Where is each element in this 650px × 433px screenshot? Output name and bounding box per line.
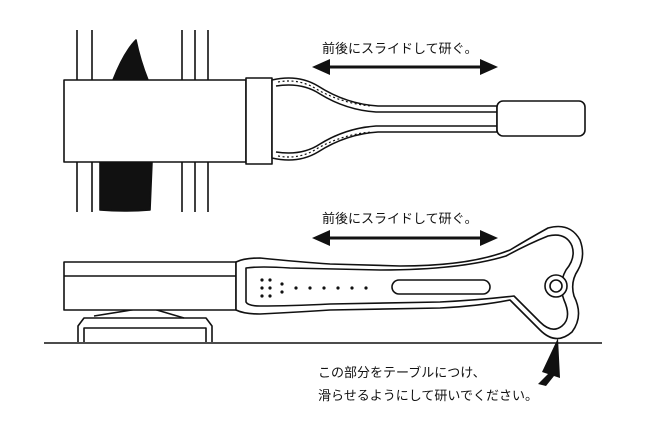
- slide-arrow-icon: [312, 230, 498, 246]
- blade-bars: [76, 30, 209, 212]
- side-body: [63, 261, 237, 311]
- side-view-illustration: [44, 225, 602, 344]
- pointing-arrow-icon: [538, 338, 560, 386]
- caption-note-line2: 滑らせるようにして研いでください。: [318, 389, 538, 404]
- caption-slide-middle: 前後にスライドして研ぐ。: [322, 212, 478, 227]
- slide-arrow-icon: [312, 59, 498, 75]
- sharpener-body: [63, 79, 247, 163]
- sharpener-collar: [245, 77, 273, 165]
- sharpener-stand: [77, 317, 213, 342]
- handle-end-cap: [496, 100, 586, 137]
- caption-slide-top: 前後にスライドして研ぐ。: [322, 42, 478, 57]
- handle-inner-contour: [275, 84, 497, 113]
- grip-ridges: [277, 80, 373, 158]
- grip-dots: [260, 278, 368, 298]
- handle-knob: [544, 274, 568, 298]
- handle-slot: [391, 279, 491, 295]
- top-view-illustration: [63, 30, 586, 212]
- sharpener-handle: [271, 77, 498, 161]
- knife-blade-icon: [99, 39, 153, 212]
- caption-note-line1: この部分をテーブルにつけ、: [318, 366, 486, 381]
